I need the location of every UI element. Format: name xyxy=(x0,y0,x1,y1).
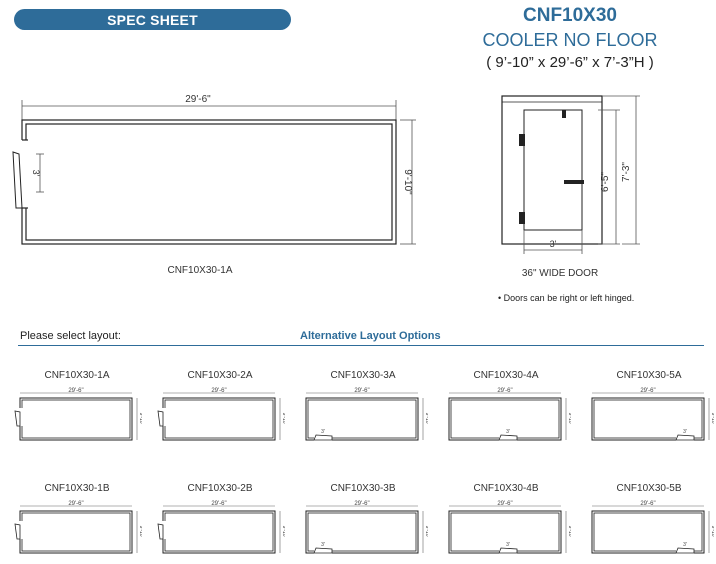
layout-thumbnail: 29'-6" 9'-10" xyxy=(14,388,142,441)
thumb-width-label: 29'-6" xyxy=(211,501,226,507)
thumb-door xyxy=(14,408,23,427)
select-layout-label: Please select layout: xyxy=(20,330,121,342)
layout-thumbnail: 29'-6" 9'-10" xyxy=(14,501,142,554)
thumb-depth-label: 9'-10" xyxy=(710,526,714,539)
svg-text:3': 3' xyxy=(683,542,687,548)
svg-text:3': 3' xyxy=(683,429,687,435)
thumb-depth-label: 9'-10" xyxy=(710,413,714,426)
layout-option-label: CNF10X30-1A xyxy=(44,370,110,381)
layout-thumbnail: 29'-6" 9'-10" 3' xyxy=(591,501,714,554)
layout-option-label: CNF10X30-2B xyxy=(187,483,253,494)
plan-door-label: 3' xyxy=(31,170,41,177)
layout-option-cnf10x30-1a[interactable]: CNF10X30-1A 29'-6" 9'-10" xyxy=(12,370,142,450)
thumb-depth-label: 9'-10" xyxy=(138,526,142,539)
thumb-width-label: 29'-6" xyxy=(68,501,83,507)
floor-plan-drawing: 29'-6" 3' 9'-10" xyxy=(12,94,416,245)
layout-option-label: CNF10X30-5A xyxy=(616,370,682,381)
thumb-depth-label: 9'-10" xyxy=(281,526,285,539)
layout-thumbnail: 29'-6" 9'-10" 3' xyxy=(305,501,428,554)
layout-option-cnf10x30-2a[interactable]: CNF10X30-2A 29'-6" 9'-10" xyxy=(155,370,285,450)
layout-thumbnail: 29'-6" 9'-10" 3' xyxy=(448,501,571,554)
alternative-layouts-heading: Alternative Layout Options xyxy=(300,330,441,342)
layout-thumbnail: 29'-6" 9'-10" 3' xyxy=(448,388,571,441)
layout-thumbnail: 29'-6" 9'-10" 3' xyxy=(305,388,428,441)
thumb-depth-label: 9'-10" xyxy=(281,413,285,426)
thumb-width-label: 29'-6" xyxy=(354,388,369,394)
layout-option-cnf10x30-1b[interactable]: CNF10X30-1B 29'-6" 9'-10" xyxy=(12,483,142,563)
layout-option-label: CNF10X30-4B xyxy=(473,483,539,494)
bullet-icon: • xyxy=(498,293,502,303)
thumb-width-label: 29'-6" xyxy=(354,501,369,507)
plan-inner-wall xyxy=(25,123,393,241)
elevation-caption: 36" WIDE DOOR xyxy=(521,268,599,279)
thumb-depth-label: 9'-10" xyxy=(424,526,428,539)
layout-thumbnail: 29'-6" 9'-10" xyxy=(157,388,285,441)
layout-option-label: CNF10X30-2A xyxy=(187,370,253,381)
thumb-depth-label: 9'-10" xyxy=(138,413,142,426)
elevation-door-height: 6'-5" xyxy=(600,172,611,192)
layout-option-cnf10x30-2b[interactable]: CNF10X30-2B 29'-6" 9'-10" xyxy=(155,483,285,563)
layout-thumbnail: 29'-6" 9'-10" 3' xyxy=(591,388,714,441)
thumb-door xyxy=(14,521,23,540)
thumb-width-label: 29'-6" xyxy=(640,388,655,394)
thumb-width-label: 29'-6" xyxy=(497,388,512,394)
svg-text:3': 3' xyxy=(321,542,325,548)
elevation-door xyxy=(523,109,583,231)
door-elevation-drawing: 3' 6'-5" 7'-3" xyxy=(501,95,640,254)
thumb-width-label: 29'-6" xyxy=(640,501,655,507)
door-handle-icon xyxy=(564,180,584,184)
svg-text:3': 3' xyxy=(321,429,325,435)
hinge-note: • Doors can be right or left hinged. xyxy=(498,293,634,303)
plan-width-label: 29'-6" xyxy=(185,94,211,105)
layout-thumbnail: 29'-6" 9'-10" xyxy=(157,501,285,554)
layout-option-cnf10x30-4a[interactable]: CNF10X30-4A 29'-6" 9'-10" 3' xyxy=(441,370,571,450)
elevation-total-height: 7'-3" xyxy=(621,162,632,182)
svg-text:3': 3' xyxy=(506,429,510,435)
thumb-width-label: 29'-6" xyxy=(211,388,226,394)
layout-option-cnf10x30-3b[interactable]: CNF10X30-3B 29'-6" 9'-10" 3' xyxy=(298,483,428,563)
layout-option-label: CNF10X30-3B xyxy=(330,483,396,494)
layout-option-label: CNF10X30-3A xyxy=(330,370,396,381)
spec-sheet-banner: SPEC SHEET xyxy=(14,9,291,30)
thumb-door: 3' xyxy=(675,429,695,441)
elevation-outline xyxy=(501,95,603,245)
svg-text:3': 3' xyxy=(506,542,510,548)
upper-hinge-icon xyxy=(519,134,525,146)
layout-option-label: CNF10X30-4A xyxy=(473,370,539,381)
plan-caption: CNF10X30-1A xyxy=(167,265,233,276)
layout-option-cnf10x30-5b[interactable]: CNF10X30-5B 29'-6" 9'-10" 3' xyxy=(584,483,714,563)
plan-door-swing xyxy=(12,151,23,209)
layout-option-label: CNF10X30-5B xyxy=(616,483,682,494)
section-divider xyxy=(18,345,704,346)
thumb-depth-label: 9'-10" xyxy=(567,526,571,539)
thumb-depth-label: 9'-10" xyxy=(567,413,571,426)
thumb-depth-label: 9'-10" xyxy=(424,413,428,426)
hinge-note-text: Doors can be right or left hinged. xyxy=(503,293,635,303)
thumb-door: 3' xyxy=(675,542,695,554)
thumb-door xyxy=(157,408,166,427)
thumb-width-label: 29'-6" xyxy=(497,501,512,507)
layout-option-cnf10x30-4b[interactable]: CNF10X30-4B 29'-6" 9'-10" 3' xyxy=(441,483,571,563)
elevation-door-width: 3' xyxy=(550,239,557,249)
model-description: COOLER NO FLOOR xyxy=(482,30,658,50)
layout-option-label: CNF10X30-1B xyxy=(44,483,110,494)
plan-depth-label: 9'-10" xyxy=(402,169,413,195)
layout-option-cnf10x30-3a[interactable]: CNF10X30-3A 29'-6" 9'-10" 3' xyxy=(298,370,428,450)
thumb-door: 3' xyxy=(498,429,518,441)
lower-hinge-icon xyxy=(519,212,525,224)
thumb-door: 3' xyxy=(498,542,518,554)
thumb-door: 3' xyxy=(313,429,333,441)
model-dimensions: ( 9’-10” x 29’-6” x 7’-3”H ) xyxy=(486,54,654,71)
thumb-width-label: 29'-6" xyxy=(68,388,83,394)
layout-option-cnf10x30-5a[interactable]: CNF10X30-5A 29'-6" 9'-10" 3' xyxy=(584,370,714,450)
model-title: CNF10X30 xyxy=(523,5,617,26)
plan-outer-wall xyxy=(21,119,397,245)
thumb-door: 3' xyxy=(313,542,333,554)
thumb-door xyxy=(157,521,166,540)
